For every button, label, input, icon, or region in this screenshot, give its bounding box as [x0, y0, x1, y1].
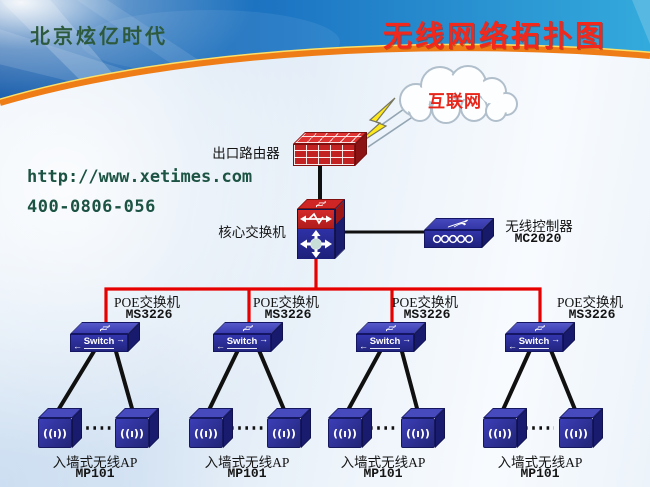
ap-model: MP101 — [520, 466, 560, 481]
switch-ap-links — [55, 346, 578, 414]
switch-device-text: Switch — [226, 336, 258, 349]
wifi-icon: ((ı)) — [194, 426, 218, 440]
internet-label: 互联网 — [428, 92, 482, 111]
arrow-left-icon: ← — [216, 341, 225, 351]
poe-switch-label: POE交换机 — [556, 295, 624, 310]
switch-device-text: Switch — [369, 336, 401, 349]
core-switch-front-face — [297, 209, 335, 259]
router-label: 出口路由器 — [212, 146, 280, 161]
switch-front-face: → ← Switch — [213, 334, 271, 352]
arrow-right-icon: → — [259, 334, 268, 344]
ap-label: 入墙式无线AP — [204, 455, 290, 470]
wifi-ap: ((ı)) — [38, 408, 82, 450]
core-switch-label: 核心交换机 — [218, 225, 286, 240]
poe-switch-1: ⇄ → ← Switch — [70, 322, 140, 354]
antenna-icon — [447, 219, 468, 228]
ap-model: MP101 — [227, 466, 267, 481]
page-title: 无线网络拓扑图 — [383, 21, 608, 53]
coil-icon — [432, 234, 474, 244]
arrow-right-icon: → — [402, 334, 411, 344]
core-switch-side-face — [335, 199, 345, 259]
controller-model: MC2020 — [514, 231, 562, 246]
controller-label: 无线控制器 — [505, 219, 573, 234]
poe-switch-model: MS3226 — [403, 307, 451, 322]
switch-device-text: Switch — [83, 336, 115, 349]
arrow-right-icon: → — [116, 334, 125, 344]
controller-top-face — [424, 218, 494, 230]
wifi-icon: ((ı)) — [406, 426, 430, 440]
poe-switch-2: ⇄ → ← Switch — [213, 322, 283, 354]
switch-front-face: → ← Switch — [505, 334, 563, 352]
website-url: http://www.xetimes.com — [27, 167, 253, 187]
wifi-icon: ((ı)) — [120, 426, 144, 440]
arrows-icon: ⇄ — [312, 198, 331, 209]
wifi-ap: ((ı)) — [559, 408, 603, 450]
wifi-ap: ((ı)) — [267, 408, 311, 450]
poe-switch-label: POE交换机 — [252, 295, 320, 310]
routing-arrow-icon — [298, 210, 334, 229]
wifi-icon: ((ı)) — [43, 426, 67, 440]
wifi-icon: ((ı)) — [272, 426, 296, 440]
ap-label: 入墙式无线AP — [497, 455, 583, 470]
controller-front-face — [424, 230, 482, 248]
wifi-ap: ((ı)) — [401, 408, 445, 450]
arrow-left-icon: ← — [359, 341, 368, 351]
exit-router — [293, 132, 369, 168]
wifi-ap: ((ı)) — [189, 408, 233, 450]
phone-number: 400-0806-056 — [27, 197, 156, 217]
wifi-ap: ((ı)) — [115, 408, 159, 450]
wifi-ap: ((ı)) — [483, 408, 527, 450]
header-banner — [0, 0, 650, 106]
ap-label: 入墙式无线AP — [52, 455, 138, 470]
brand-text: 北京炫亿时代 — [30, 26, 168, 48]
wireless-controller — [424, 206, 496, 250]
poe-switch-4: ⇄ → ← Switch — [505, 322, 575, 354]
arrow-right-icon: → — [551, 334, 560, 344]
internet-cloud-icon — [399, 65, 518, 124]
poe-switch-model: MS3226 — [568, 307, 616, 322]
wifi-icon: ((ı)) — [333, 426, 357, 440]
poe-switch-3: ⇄ → ← Switch — [356, 322, 426, 354]
poe-switch-label: POE交换机 — [113, 295, 181, 310]
router-front-face — [293, 144, 355, 166]
cross-arrows-icon — [298, 229, 334, 259]
switch-front-face: → ← Switch — [70, 334, 128, 352]
ap-label: 入墙式无线AP — [340, 455, 426, 470]
wifi-icon: ((ı)) — [488, 426, 512, 440]
red-trunk-lines — [104, 256, 542, 323]
ap-model: MP101 — [363, 466, 403, 481]
poe-switch-model: MS3226 — [264, 307, 312, 322]
wifi-icon: ((ı)) — [564, 426, 588, 440]
core-switch: ⇄ — [297, 196, 345, 262]
ap-model: MP101 — [75, 466, 115, 481]
switch-device-text: Switch — [518, 336, 550, 349]
switch-front-face: → ← Switch — [356, 334, 414, 352]
poe-switch-model: MS3226 — [125, 307, 173, 322]
poe-switch-label: POE交换机 — [391, 295, 459, 310]
wifi-ap: ((ı)) — [328, 408, 372, 450]
arrow-left-icon: ← — [508, 341, 517, 351]
arrow-left-icon: ← — [73, 341, 82, 351]
